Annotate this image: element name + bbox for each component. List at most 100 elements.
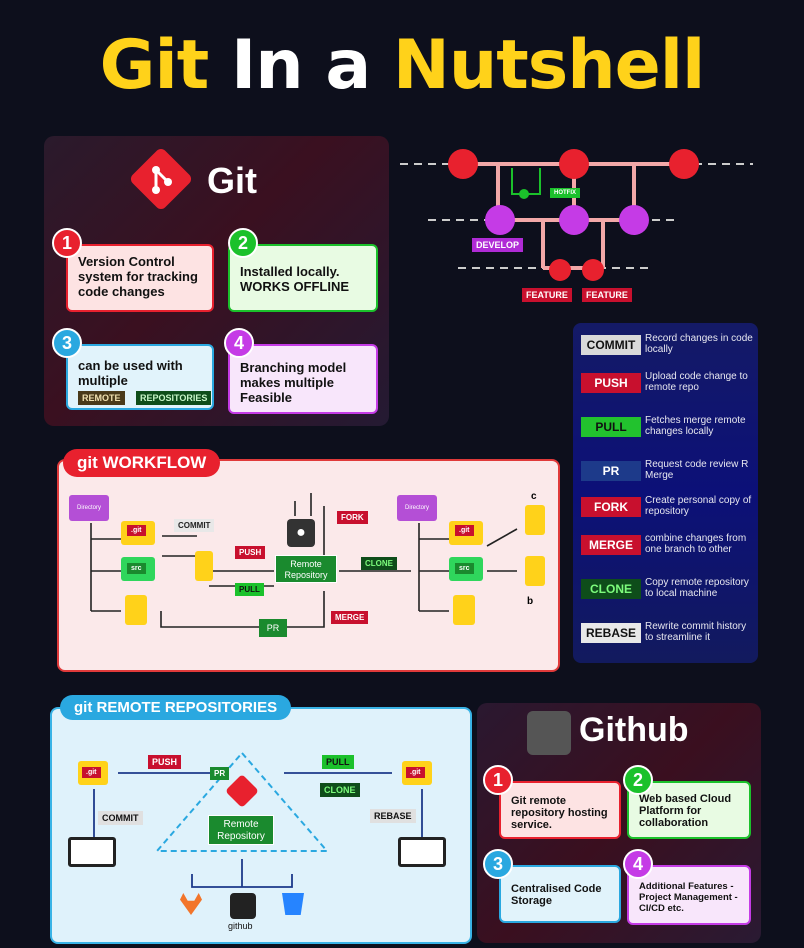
file-c-label: c xyxy=(531,491,537,502)
git-card-4-text: Branching model makes multiple Feasible xyxy=(240,360,347,405)
repositories-tag: REPOSITORIES xyxy=(136,391,212,405)
github-card-1-number: 1 xyxy=(483,765,513,795)
feature-commit-node xyxy=(582,259,604,281)
workflow-fork-label: FORK xyxy=(337,511,368,524)
github-label: github xyxy=(228,921,253,931)
file-icon xyxy=(453,595,475,625)
rr-git-folder-left: .git xyxy=(82,767,101,778)
command-desc-fork: Create personal copy of repository xyxy=(645,495,752,517)
src-folder-icon-2: src xyxy=(455,563,474,574)
github-card-1-text: Git remote repository hosting service. xyxy=(511,795,608,831)
github-logo-icon xyxy=(527,711,571,755)
src-folder-icon: src xyxy=(127,563,146,574)
github-panel: Github Git remote repository hosting ser… xyxy=(477,703,761,943)
github-card-4-text: Additional Features -Project Management … xyxy=(639,881,738,914)
git-logo-icon xyxy=(130,148,192,210)
remote-repos-heading: git REMOTE REPOSITORIES xyxy=(60,695,292,720)
workflow-pull-label: PULL xyxy=(235,583,264,596)
git-card-2: Installed locally. WORKS OFFLINE xyxy=(228,244,378,312)
command-tag-pr: PR xyxy=(581,461,641,481)
command-tag-merge: MERGE xyxy=(581,535,641,555)
rr-clone-label: CLONE xyxy=(320,783,360,797)
laptop-icon-right xyxy=(398,837,446,867)
directory-folder-icon-2: Directory xyxy=(397,495,437,521)
rr-commit-label: COMMIT xyxy=(98,811,143,825)
remote-repos-panel: git REMOTE REPOSITORIES .git .git PUSH P… xyxy=(50,695,472,944)
git-card-3-number: 3 xyxy=(52,328,82,358)
workflow-panel: git WORKFLOW Directory .git src COMMIT P… xyxy=(57,449,560,672)
file-b-label: b xyxy=(527,596,534,607)
workflow-merge-label: MERGE xyxy=(331,611,369,624)
develop-commit-node xyxy=(485,205,515,235)
git-folder-icon: .git xyxy=(127,525,146,536)
github-card-3-number: 3 xyxy=(483,849,513,879)
directory-folder-icon: Directory xyxy=(69,495,109,521)
file-icon xyxy=(195,551,213,581)
workflow-pr-box: PR xyxy=(259,619,287,637)
command-tag-push: PUSH xyxy=(581,373,641,393)
remote-tag: REMOTE xyxy=(78,391,125,405)
command-desc-clone: Copy remote repository to local machine xyxy=(645,577,749,599)
github-card-1: Git remote repository hosting service. xyxy=(499,781,621,839)
github-card-4-number: 4 xyxy=(623,849,653,879)
workflow-clone-label: CLONE xyxy=(361,557,397,570)
github-card-2-text: Web based Cloud Platform for collaborati… xyxy=(639,793,732,829)
develop-commit-node xyxy=(559,205,589,235)
workflow-remote-repository: Remote Repository xyxy=(275,555,337,583)
command-tag-pull: PULL xyxy=(581,417,641,437)
file-icon xyxy=(525,556,545,586)
hotfix-label: HOTFIX xyxy=(550,188,580,198)
github-icon: ● xyxy=(287,519,315,547)
laptop-icon-left xyxy=(68,837,116,867)
file-icon xyxy=(525,505,545,535)
title-part-in-a: In a xyxy=(230,26,371,105)
branch-diagram xyxy=(400,149,753,281)
rr-push-label: PUSH xyxy=(148,755,182,769)
github-icon xyxy=(230,893,256,919)
command-desc-merge: combine changes from one branch to other xyxy=(645,533,747,555)
workflow-push-label: PUSH xyxy=(235,546,266,559)
main-commit-node xyxy=(448,149,478,179)
git-card-2-text: Installed locally. WORKS OFFLINE xyxy=(240,264,350,294)
git-panel: Git Version Control system for tracking … xyxy=(44,136,389,426)
workflow-heading: git WORKFLOW xyxy=(63,449,221,477)
command-desc-commit: Record changes in code locally xyxy=(645,333,753,355)
feature-commit-node xyxy=(549,259,571,281)
command-tag-fork: FORK xyxy=(581,497,641,517)
title-part-git: Git xyxy=(99,26,210,105)
develop-commit-node xyxy=(619,205,649,235)
git-card-3-text: can be used with multiple xyxy=(78,358,183,388)
main-commit-node xyxy=(669,149,699,179)
github-card-3: Centralised Code Storage xyxy=(499,865,621,923)
title-part-nutshell: Nutshell xyxy=(392,26,705,105)
git-card-2-number: 2 xyxy=(228,228,258,258)
github-card-3-text: Centralised Code Storage xyxy=(511,883,602,907)
command-tag-rebase: REBASE xyxy=(581,623,641,643)
remote-repos-arrows xyxy=(93,751,423,888)
github-heading: Github xyxy=(579,711,689,749)
file-icon xyxy=(125,595,147,625)
git-folder-icon-2: .git xyxy=(455,525,474,536)
git-card-1-text: Version Control system for tracking code… xyxy=(78,254,198,299)
github-card-2-number: 2 xyxy=(623,765,653,795)
rr-pull-label: PULL xyxy=(322,755,354,769)
command-tag-clone: CLONE xyxy=(581,579,641,599)
feature-label-1: FEATURE xyxy=(522,288,572,302)
page-title: Git In a Nutshell xyxy=(0,26,804,105)
workflow-commit-label: COMMIT xyxy=(174,519,215,532)
git-card-1: Version Control system for tracking code… xyxy=(66,244,214,312)
command-desc-pull: Fetches merge remote changes locally xyxy=(645,415,746,437)
bitbucket-icon xyxy=(282,893,304,915)
command-desc-rebase: Rewrite commit history to streamline it xyxy=(645,621,747,643)
rr-git-folder-right: .git xyxy=(406,767,425,778)
git-card-4: Branching model makes multiple Feasible xyxy=(228,344,378,414)
command-tag-commit: COMMIT xyxy=(581,335,641,355)
develop-label: DEVELOP xyxy=(472,238,524,252)
command-desc-pr: Request code review R Merge xyxy=(645,459,749,481)
rr-remote-repository: Remote Repository xyxy=(208,815,274,845)
git-heading: Git xyxy=(207,160,257,201)
rr-rebase-label: REBASE xyxy=(370,809,416,823)
main-commit-node xyxy=(559,149,589,179)
git-card-1-number: 1 xyxy=(52,228,82,258)
